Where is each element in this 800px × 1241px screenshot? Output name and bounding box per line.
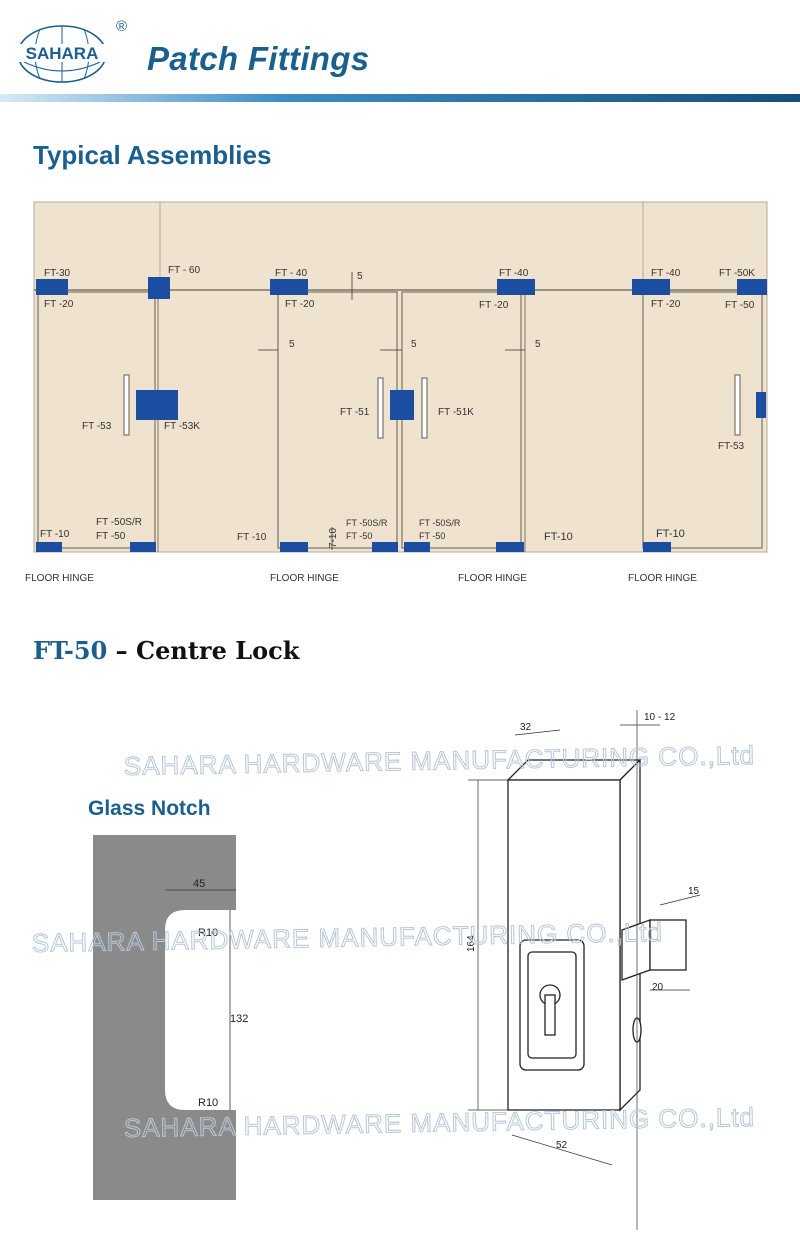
label-ft53k: FT -53K [164,421,200,432]
fitting-ft10 [280,542,308,552]
label-ft20: FT -20 [285,299,315,310]
fitting-ft40 [632,279,670,295]
fitting-ft50 [130,542,156,552]
header-bar [0,94,800,102]
dim-5: 5 [289,339,295,350]
label-ft10: FT-10 [656,528,685,540]
dim-5: 5 [357,271,363,282]
notch-width-dim: 45 [193,878,205,890]
ft50-name: Centre Lock [136,636,300,665]
label-ft10: FT -10 [237,532,267,543]
fitting-ft50 [404,542,430,552]
dim-5: 5 [535,339,541,350]
fitting-ft50k [737,279,767,295]
dim-7-10: 7-10 [328,528,339,548]
label-ft50sr: FT -50S/R [346,518,388,528]
floor-hinge-label: FLOOR HINGE [270,573,339,584]
lock-dim-32: 32 [520,722,532,733]
lock-body [506,758,687,1112]
assembly-diagram: FT-30 FT -20 FT - 60 FT - 40 FT -20 5 FT… [25,201,768,584]
watermark: SAHARA HARDWARE MANUFACTURING CO.,Ltd [124,1102,756,1143]
label-ft50: FT -50 [725,300,755,311]
pull-handle [123,374,130,436]
label-ft10: FT -10 [40,529,70,540]
door-panel [642,291,763,549]
fitting-ft30 [36,279,68,295]
label-ft40: FT -40 [651,268,681,279]
label-ft20: FT -20 [44,299,74,310]
label-ft50k: FT -50K [719,268,755,279]
fitting-ft53k [136,390,178,420]
label-ft30: FT-30 [44,268,71,279]
dim-5: 5 [411,339,417,350]
registered-mark: ® [116,18,127,35]
label-ft20: FT -20 [651,299,681,310]
notch-radius-bottom: R10 [198,1097,218,1109]
label-ft20: FT -20 [479,300,509,311]
lock-dim-15: 15 [688,886,700,897]
fitting-ft50 [372,542,398,552]
fitting-ft40 [497,279,535,295]
floor-hinge-label: FLOOR HINGE [25,573,94,584]
label-ft50: FT -50 [96,531,126,542]
label-ft50sr: FT -50S/R [419,518,461,528]
floor-hinge-label: FLOOR HINGE [458,573,527,584]
label-ft60: FT - 60 [168,265,200,276]
pull-handle [734,374,741,436]
label-ft51k: FT -51K [438,407,474,418]
lock-dim-52: 52 [556,1140,568,1151]
label-ft53: FT-53 [718,441,745,452]
glass-panel-background [33,201,768,553]
assemblies-title: Typical Assemblies [33,140,272,170]
lock-dim-20: 20 [652,982,664,993]
fitting-ft60 [148,277,170,299]
ft50-dash: – [107,636,137,665]
ft50-title: FT-50 – Centre Lock [33,636,299,665]
notch-radius-top: R10 [198,927,218,939]
page-title: Patch Fittings [147,40,370,77]
fitting-ft10 [643,542,671,552]
sahara-logo: SAHARA ® [14,18,127,83]
fitting-ft53 [756,392,766,418]
ft50-code: FT-50 [33,636,108,665]
fitting-ft40 [270,279,308,295]
label-ft50: FT -50 [419,531,445,541]
logo-text: SAHARA [26,44,99,63]
fitting-ft10 [36,542,62,552]
label-ft51: FT -51 [340,407,370,418]
glass-notch-shape [93,835,236,1200]
label-ft50: FT -50 [346,531,372,541]
label-ft50sr: FT -50S/R [96,517,142,528]
centre-lock-drawing: 45 R10 132 R10 32 10 - 12 15 164 20 52 [31,710,756,1230]
glass-notch-title: Glass Notch [88,797,211,820]
fitting-ft10 [496,542,524,552]
pull-handle [421,377,428,439]
lock-dim-10-12: 10 - 12 [644,712,676,723]
notch-height-dim: 132 [230,1013,248,1025]
label-ft40: FT -40 [499,268,529,279]
label-ft40: FT - 40 [275,268,307,279]
label-ft53: FT -53 [82,421,112,432]
fitting-ft51k [390,390,414,420]
lock-dim-164: 164 [466,935,477,952]
label-ft10: FT-10 [544,531,573,543]
floor-hinge-label: FLOOR HINGE [628,573,697,584]
watermark: SAHARA HARDWARE MANUFACTURING CO.,Ltd [124,740,756,781]
pull-handle [377,377,384,439]
